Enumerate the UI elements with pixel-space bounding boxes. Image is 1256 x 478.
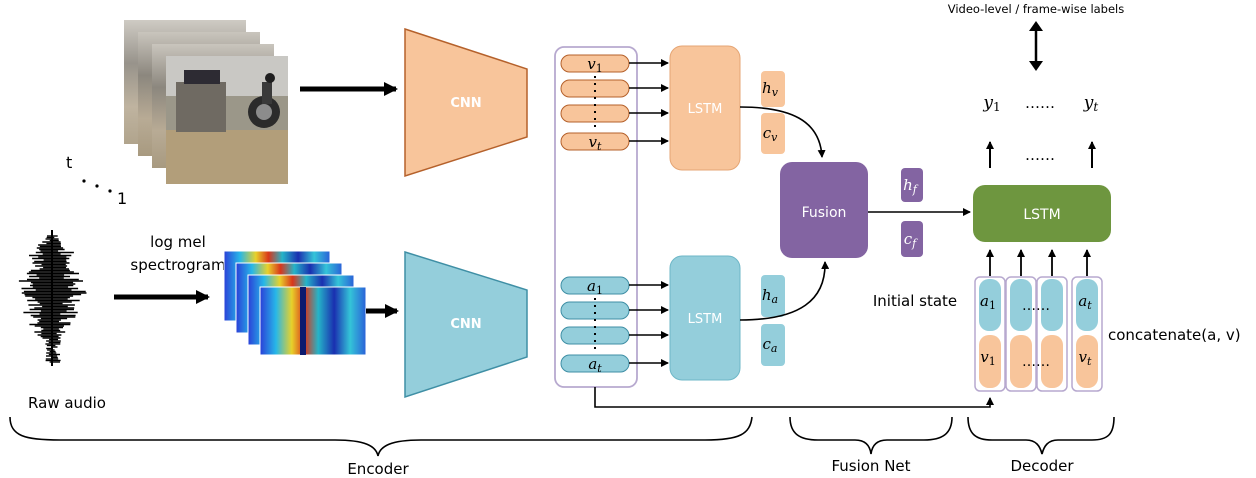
decoder-lstm-label: LSTM (1023, 207, 1060, 223)
decoder-label: Decoder (1010, 457, 1074, 475)
features-to-decoder-arrow (594, 387, 994, 408)
raw-audio-label: Raw audio (28, 394, 106, 412)
feature-column-box (554, 46, 638, 388)
cv-state-label: cv (763, 124, 778, 144)
video-feature-vt: vt (589, 133, 602, 153)
video-lstm-label: LSTM (688, 102, 723, 117)
frame-t-label: t (66, 153, 72, 172)
cnn-video-block (404, 27, 528, 178)
hv-state-label: hv (762, 79, 779, 99)
decoder-dots-bottom: …… (1022, 354, 1050, 370)
decoder-v1: v1 (980, 348, 995, 368)
audio-feature-at: at (588, 355, 602, 375)
decoder-input-cell: at vt (1071, 276, 1103, 392)
encoder-bracket (9, 416, 753, 457)
ha-state-label: ha (762, 286, 778, 306)
frame-1-label: 1 (117, 189, 127, 208)
output-y1: y1 (982, 93, 1000, 114)
top-label: Video-level / frame-wise labels (948, 2, 1125, 16)
video-feature-arrows (629, 59, 669, 145)
cnn-audio-block (404, 250, 528, 399)
hf-state (901, 168, 923, 202)
raw-audio-waveform (18, 230, 87, 366)
fusion-label: Fusion (802, 205, 847, 221)
decoder-vt: vt (1079, 348, 1092, 368)
decoder-input-cell (1036, 276, 1068, 392)
video-feature-pill (560, 79, 630, 98)
cf-state (901, 221, 923, 257)
hv-state (761, 71, 785, 107)
decoder-dots-top: …… (1022, 298, 1050, 314)
video-frame-stack (124, 20, 288, 184)
output-arrow-dots: …… (1025, 146, 1055, 164)
encoder-label: Encoder (347, 460, 409, 478)
decoder-lstm-block (973, 185, 1111, 242)
cf-state-label: cf (904, 230, 918, 250)
frame-ellipsis (82, 179, 112, 193)
video-feature-v1: v1 (587, 55, 602, 75)
decoder-input-cell (1005, 276, 1037, 392)
audio-lstm-to-fusion-arrow (739, 261, 830, 321)
hf-state-label: hf (903, 176, 919, 196)
output-dots: …… (1025, 94, 1055, 112)
double-arrow-icon (1029, 21, 1043, 71)
audio-lstm-label: LSTM (688, 312, 723, 327)
video-lstm-block (669, 45, 741, 171)
fusion-net-bracket (789, 416, 953, 455)
video-lstm-to-fusion-arrow (739, 106, 826, 158)
decoder-bracket (967, 416, 1115, 455)
decoder-at: at (1078, 292, 1092, 312)
audio-feature-pill (560, 301, 630, 320)
cv-state (761, 113, 785, 154)
audio-feature-a1: a1 (587, 277, 603, 297)
cnn-audio-label: CNN (450, 317, 481, 332)
decoder-input-cell: a1 v1 (974, 276, 1006, 392)
audio-lstm-block (669, 255, 741, 381)
cnn-video-label: CNN (450, 96, 481, 111)
ca-state-label: ca (763, 335, 778, 355)
initial-state-label: Initial state (873, 292, 957, 310)
audio-feature-arrows (629, 281, 669, 367)
decoder-a1: a1 (980, 292, 996, 312)
concatenate-label: concatenate(a, v) (1108, 326, 1241, 344)
fusion-block (780, 162, 868, 258)
log-mel-label-line2: spectrogram (130, 256, 225, 274)
spectrogram-stack (223, 250, 367, 356)
decoder-input-arrows (986, 249, 1091, 276)
log-mel-label-line1: log mel (150, 233, 206, 251)
output-yt: yt (1083, 93, 1099, 114)
output-arrows (986, 141, 1096, 168)
fusion-net-label: Fusion Net (831, 457, 910, 475)
ca-state (761, 324, 785, 366)
ha-state (761, 275, 785, 317)
